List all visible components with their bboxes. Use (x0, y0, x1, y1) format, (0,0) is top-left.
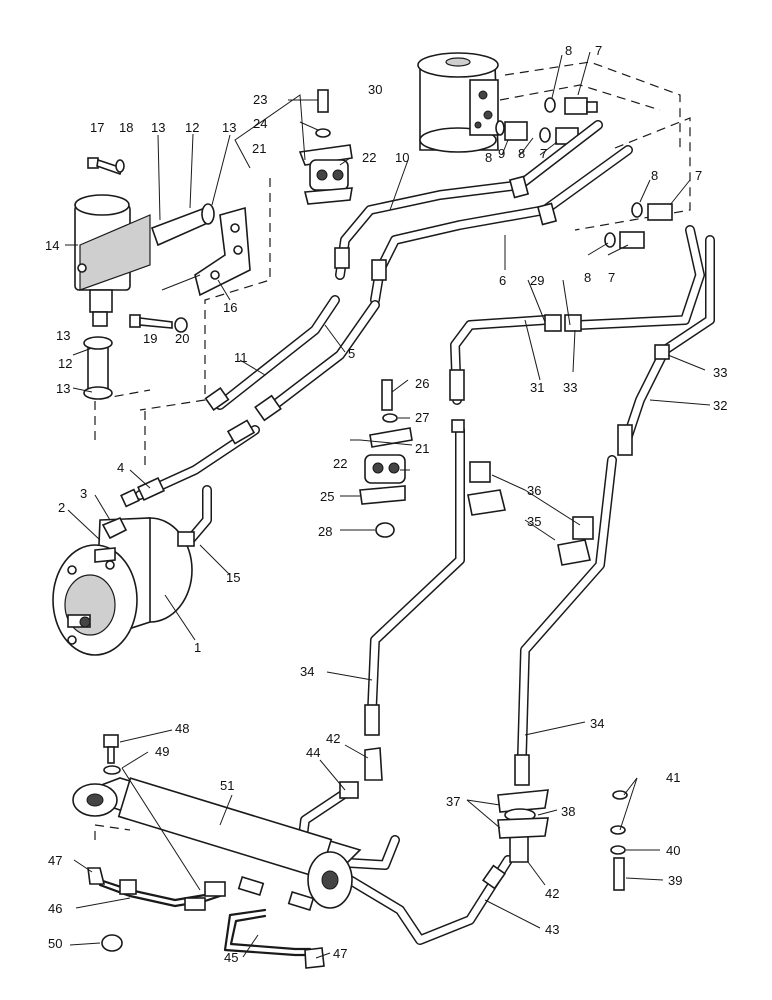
tube-clamps (467, 461, 594, 566)
part-label-15: 15 (226, 570, 240, 585)
part-label-27: 27 (415, 410, 429, 425)
part-label-48: 48 (175, 721, 189, 736)
part-label-38: 38 (561, 804, 575, 819)
part-label-8e: 8 (584, 270, 591, 285)
part-label-42b: 42 (545, 886, 559, 901)
part-label-43: 43 (545, 922, 559, 937)
reservoir-hoses (83, 336, 113, 400)
part-label-24: 24 (253, 116, 267, 131)
part-label-34b: 34 (590, 716, 604, 731)
part-label-12a: 12 (185, 120, 199, 135)
part-label-2: 2 (58, 500, 65, 515)
part-label-8a: 8 (565, 43, 572, 58)
part-label-21b: 21 (415, 441, 429, 456)
bracket-bolt (129, 314, 188, 333)
part-label-11: 11 (234, 350, 248, 365)
part-label-49: 49 (155, 744, 169, 759)
mounting-bracket (194, 206, 251, 297)
part-label-8d: 8 (651, 168, 658, 183)
part-label-4: 4 (117, 460, 124, 475)
part-label-22a: 22 (362, 150, 376, 165)
part-label-33b: 33 (713, 365, 727, 380)
part-label-7d: 7 (608, 270, 615, 285)
part-label-13a: 13 (151, 120, 165, 135)
part-label-13c: 13 (56, 328, 70, 343)
part-label-21a: 21 (252, 141, 266, 156)
part-label-30: 30 (368, 82, 382, 97)
part-label-3: 3 (80, 486, 87, 501)
part-label-6: 6 (499, 273, 506, 288)
part-label-8c: 8 (485, 150, 492, 165)
part-label-51: 51 (220, 778, 234, 793)
part-label-47b: 47 (333, 946, 347, 961)
steering-cylinder (72, 777, 362, 911)
part-label-23: 23 (253, 92, 267, 107)
part-label-36: 36 (527, 483, 541, 498)
part-label-1: 1 (194, 640, 201, 655)
reservoir-bolt (87, 157, 125, 176)
part-label-28: 28 (318, 524, 332, 539)
part-label-35: 35 (527, 514, 541, 529)
part-label-17: 17 (90, 120, 104, 135)
part-label-46: 46 (48, 901, 62, 916)
part-label-41: 41 (666, 770, 680, 785)
part-label-19: 19 (143, 331, 157, 346)
part-label-9: 9 (498, 146, 505, 161)
part-label-39: 39 (668, 873, 682, 888)
part-label-40: 40 (666, 843, 680, 858)
part-label-5: 5 (348, 346, 355, 361)
assembly-guide-lines (94, 61, 691, 840)
part-label-7b: 7 (540, 146, 547, 161)
part-label-33a: 33 (563, 380, 577, 395)
valve-fittings (495, 97, 673, 249)
part-label-34a: 34 (300, 664, 314, 679)
part-label-29: 29 (530, 273, 544, 288)
part-label-7c: 7 (695, 168, 702, 183)
part-label-25: 25 (320, 489, 334, 504)
part-label-37: 37 (446, 794, 460, 809)
part-label-13b: 13 (222, 120, 236, 135)
part-labels: 1 2 3 4 5 6 7 7 7 7 8 8 8 8 8 9 10 11 12… (45, 43, 727, 965)
part-label-32: 32 (713, 398, 727, 413)
flange-assembly (497, 789, 628, 891)
part-label-42a: 42 (326, 731, 340, 746)
oil-reservoir (74, 194, 215, 327)
part-label-10: 10 (395, 150, 409, 165)
part-label-8b: 8 (518, 146, 525, 161)
part-label-50: 50 (48, 936, 62, 951)
part-label-7a: 7 (595, 43, 602, 58)
elbow-fittings (87, 516, 529, 969)
hydraulic-pump (52, 517, 193, 656)
part-label-22b: 22 (333, 456, 347, 471)
part-label-47a: 47 (48, 853, 62, 868)
part-label-26: 26 (415, 376, 429, 391)
cylinder-bolt (101, 734, 206, 952)
pipe-clamp-upper (298, 89, 353, 205)
part-label-31: 31 (530, 380, 544, 395)
part-label-18: 18 (119, 120, 133, 135)
part-label-16: 16 (223, 300, 237, 315)
part-label-12b: 12 (58, 356, 72, 371)
part-label-14: 14 (45, 238, 59, 253)
steering-control-valve (417, 52, 499, 153)
pipe-clamp-lower (359, 379, 413, 538)
part-label-44: 44 (306, 745, 320, 760)
hose-ferrules (120, 175, 670, 890)
part-label-13d: 13 (56, 381, 70, 396)
part-label-20: 20 (175, 331, 189, 346)
part-label-45: 45 (224, 950, 238, 965)
leader-lines (65, 51, 711, 959)
